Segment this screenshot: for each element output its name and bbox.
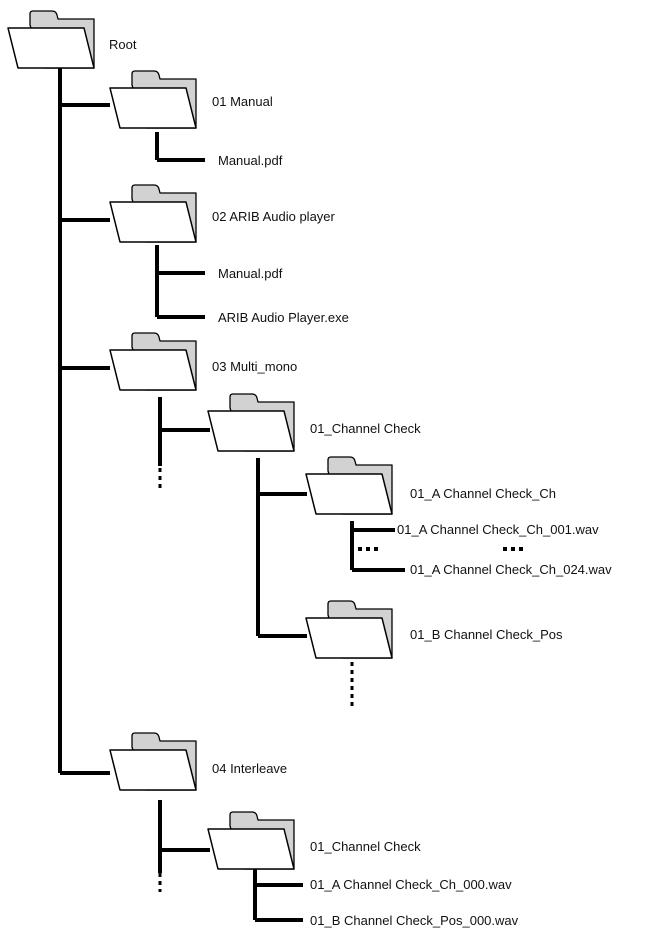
il-b-file-label: 01_B Channel Check_Pos_000.wav	[310, 913, 519, 928]
multi-mono-folder-icon	[109, 332, 197, 391]
root-folder-icon	[7, 10, 95, 69]
manual-folder-label: 01 Manual	[212, 94, 273, 109]
arib-exe-file-label: ARIB Audio Player.exe	[218, 310, 349, 325]
mm-a-folder-icon	[305, 456, 393, 515]
folder-icons	[7, 10, 393, 870]
manual-file-label: Manual.pdf	[218, 153, 283, 168]
arib-folder-icon	[109, 184, 197, 243]
mm-b-folder-icon	[305, 600, 393, 659]
il-channel-check-folder-icon	[207, 811, 295, 870]
manual-folder-icon	[109, 70, 197, 129]
interleave-folder-icon	[109, 732, 197, 791]
arib-manual-file-label: Manual.pdf	[218, 266, 283, 281]
mm-b-folder-label: 01_B Channel Check_Pos	[410, 627, 563, 642]
root-label: Root	[109, 37, 137, 52]
il-a-file-label: 01_A Channel Check_Ch_000.wav	[310, 877, 512, 892]
mm-channel-check-folder-label: 01_Channel Check	[310, 421, 421, 436]
arib-folder-label: 02 ARIB Audio player	[212, 209, 335, 224]
mm-a-folder-label: 01_A Channel Check_Ch	[410, 486, 556, 501]
interleave-folder-label: 04 Interleave	[212, 761, 288, 776]
ellipsis-markers	[158, 468, 526, 892]
tree-connectors	[58, 45, 405, 922]
mm-a-first-file-label: 01_A Channel Check_Ch_001.wav	[397, 522, 599, 537]
mm-a-last-file-label: 01_A Channel Check_Ch_024.wav	[410, 562, 612, 577]
il-channel-check-folder-label: 01_Channel Check	[310, 839, 421, 854]
multi-mono-folder-label: 03 Multi_mono	[212, 359, 298, 374]
mm-channel-check-folder-icon	[207, 393, 295, 452]
